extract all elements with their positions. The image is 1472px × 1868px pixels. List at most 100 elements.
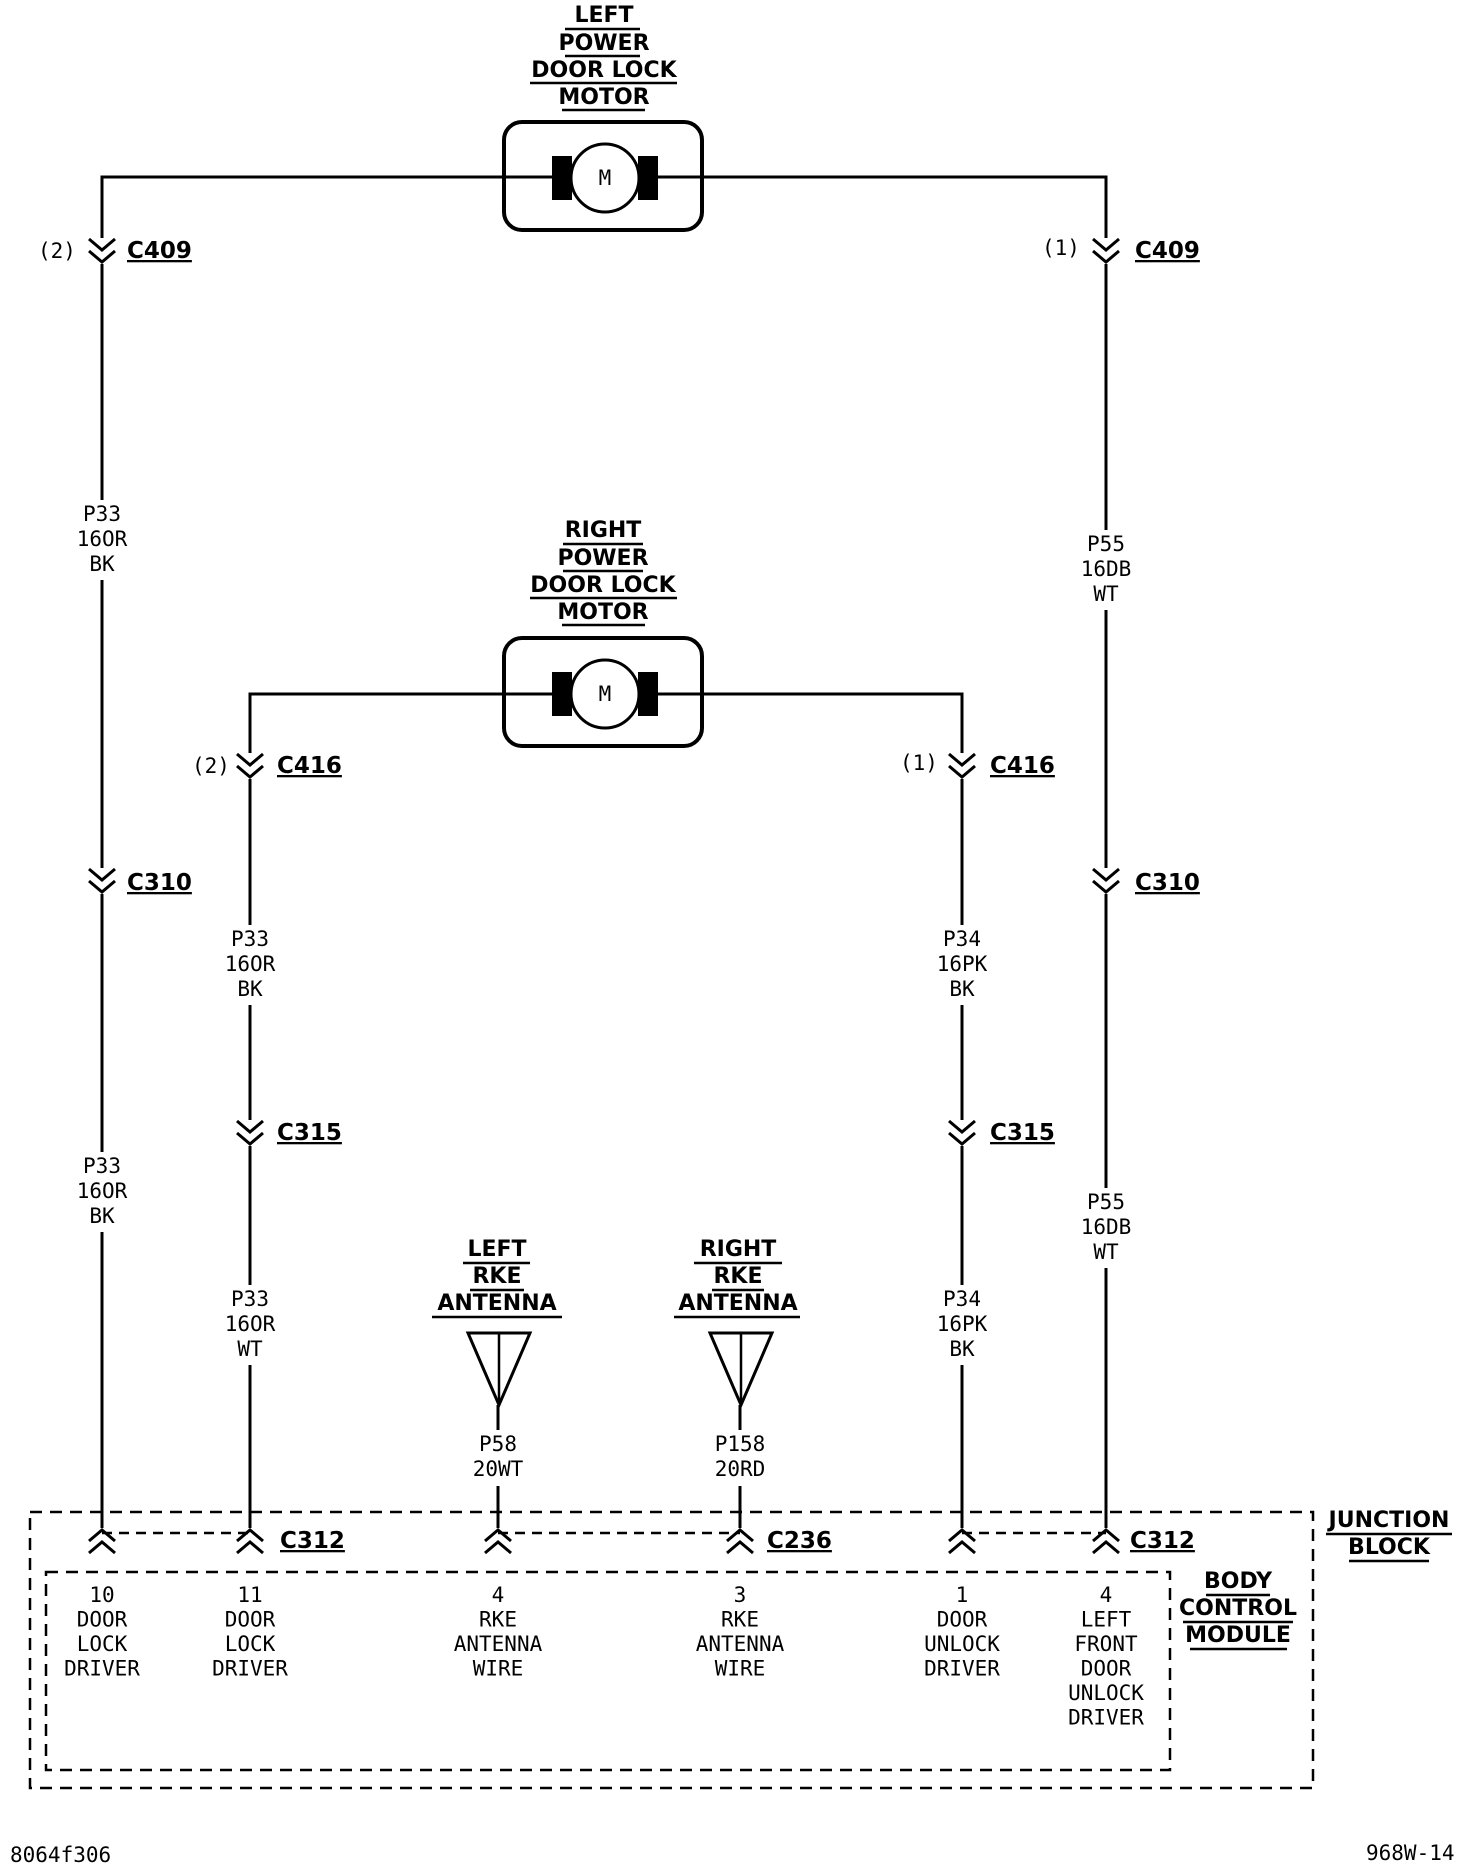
c416-right-pin: (1) xyxy=(900,751,938,775)
wire-label: 16PK xyxy=(937,952,988,976)
junction-block-outline xyxy=(28,1510,1315,1790)
module-pin-label: LOCK xyxy=(77,1632,128,1656)
motor-icon xyxy=(569,658,641,730)
module-pin-label: 4 xyxy=(1100,1583,1113,1607)
left-antenna-title-1: LEFT xyxy=(467,1237,526,1262)
right-motor-title-2: POWER xyxy=(557,546,648,571)
wire-label: 16DB xyxy=(1081,557,1132,581)
c315-right-label: C315 xyxy=(990,1120,1055,1146)
bcm-outline xyxy=(44,1570,1172,1772)
module-pin-label: WIRE xyxy=(715,1657,766,1681)
right-motor-box xyxy=(502,636,704,748)
c416-right-label: C416 xyxy=(990,753,1055,779)
wire-label: P33 xyxy=(231,927,269,951)
c409-right-pin: (1) xyxy=(1042,236,1080,260)
c416-left-label: C416 xyxy=(277,753,342,779)
right-antenna-title-2: RKE xyxy=(713,1264,762,1289)
right-rke-antenna: RIGHT RKE ANTENNA xyxy=(674,1237,800,1409)
module-pin-label: DRIVER xyxy=(1068,1706,1144,1730)
module-pin-label: DOOR xyxy=(225,1608,276,1632)
module-pin-label: 11 xyxy=(237,1583,262,1607)
wire-label: 20WT xyxy=(473,1457,524,1481)
left-power-door-lock-motor: LEFT POWER DOOR LOCK MOTOR M xyxy=(502,3,704,232)
left-rke-antenna: LEFT RKE ANTENNA xyxy=(432,1237,562,1409)
module-pin-label: WIRE xyxy=(473,1657,524,1681)
module-pin-label: UNLOCK xyxy=(1068,1681,1144,1705)
bcm-title-3: MODULE xyxy=(1185,1623,1291,1648)
junction-block-title-1: JUNCTION xyxy=(1327,1508,1450,1533)
wire-label: 16PK xyxy=(937,1312,988,1336)
wire-label: 16OR xyxy=(225,952,276,976)
module-pin-label: 4 xyxy=(492,1583,505,1607)
wire-label: 16OR xyxy=(77,1179,128,1203)
module-pin-label: 1 xyxy=(956,1583,969,1607)
wire-label: BK xyxy=(89,552,115,576)
c312-right-label: C312 xyxy=(1130,1528,1195,1554)
c312-left-label: C312 xyxy=(280,1528,345,1554)
wire-label: BK xyxy=(237,977,263,1001)
junction-block-title-2: BLOCK xyxy=(1348,1535,1431,1560)
right-motor-title-1: RIGHT xyxy=(565,518,642,543)
module-pin-label: DRIVER xyxy=(212,1657,288,1681)
wire-label: 16OR xyxy=(225,1312,276,1336)
connector-down-icon xyxy=(235,752,265,779)
footer-right-code: 968W-14 xyxy=(1366,1841,1455,1865)
module-pin-label: DOOR xyxy=(77,1608,128,1632)
connector-down-icon xyxy=(947,752,977,779)
connector-down-icon xyxy=(1091,867,1121,894)
c236-label: C236 xyxy=(767,1528,832,1554)
bcm-title-2: CONTROL xyxy=(1179,1596,1297,1621)
right-motor-title-4: MOTOR xyxy=(557,600,648,625)
module-pin-label: 3 xyxy=(734,1583,747,1607)
wire-label: 16OR xyxy=(77,527,128,551)
connector-labels: (2) C409 (1) C409 (2) C416 (1) C416 C310… xyxy=(38,236,1200,1554)
wire-label: P158 xyxy=(715,1432,766,1456)
module-pin-label: DRIVER xyxy=(64,1657,140,1681)
module-pin-label: LEFT xyxy=(1081,1608,1132,1632)
c409-right-label: C409 xyxy=(1135,238,1200,264)
module-pin-label: RKE xyxy=(721,1608,759,1632)
wire-label: P33 xyxy=(231,1287,269,1311)
wires xyxy=(100,175,1108,1535)
module-pin-label: FRONT xyxy=(1074,1632,1138,1656)
c409-left-label: C409 xyxy=(127,238,192,264)
module-pin-label: LOCK xyxy=(225,1632,276,1656)
wire-labels: P33 16OR BK P55 16DB WT P33 16OR BK P34 … xyxy=(70,500,1138,1486)
module-pin-label: DOOR xyxy=(1081,1657,1132,1681)
module-pin-label: DRIVER xyxy=(924,1657,1000,1681)
c416-left-pin: (2) xyxy=(192,754,230,778)
module-pin-label: DOOR xyxy=(937,1608,988,1632)
footer-left-code: 8064f306 xyxy=(10,1843,111,1867)
c409-left-pin: (2) xyxy=(38,239,76,263)
c310-left-label: C310 xyxy=(127,870,192,896)
wire-label: BK xyxy=(949,977,975,1001)
module-pin-labels: 10DOORLOCKDRIVER11DOORLOCKDRIVER4RKEANTE… xyxy=(64,1583,1144,1730)
wire-label: P55 xyxy=(1087,1190,1125,1214)
wire-label: P34 xyxy=(943,927,981,951)
left-motor-title-1: LEFT xyxy=(574,3,633,28)
right-power-door-lock-motor: RIGHT POWER DOOR LOCK MOTOR M xyxy=(502,518,704,748)
wire-label: P55 xyxy=(1087,532,1125,556)
right-antenna-title-3: ANTENNA xyxy=(678,1291,797,1316)
right-antenna-title-1: RIGHT xyxy=(700,1237,777,1262)
wire-label: P58 xyxy=(479,1432,517,1456)
connector-down-icon xyxy=(947,1119,977,1146)
wire-label: WT xyxy=(237,1337,263,1361)
module-pin-label: ANTENNA xyxy=(696,1632,785,1656)
connector-down-icon xyxy=(87,867,117,894)
wire-label: 16DB xyxy=(1081,1215,1132,1239)
wire-label: P33 xyxy=(83,1154,121,1178)
module-pin-label: ANTENNA xyxy=(454,1632,543,1656)
connector-up-icon xyxy=(235,1528,265,1555)
wire-label: P33 xyxy=(83,502,121,526)
right-motor-symbol: M xyxy=(599,682,612,706)
left-motor-title-3: DOOR LOCK xyxy=(531,58,677,83)
wire-label: WT xyxy=(1093,1240,1119,1264)
left-motor-title-4: MOTOR xyxy=(558,85,649,110)
connector-down-icon xyxy=(1091,237,1121,264)
motor-icon xyxy=(569,142,641,214)
left-motor-symbol: M xyxy=(599,166,612,190)
left-antenna-title-3: ANTENNA xyxy=(437,1291,556,1316)
wire-label: WT xyxy=(1093,582,1119,606)
